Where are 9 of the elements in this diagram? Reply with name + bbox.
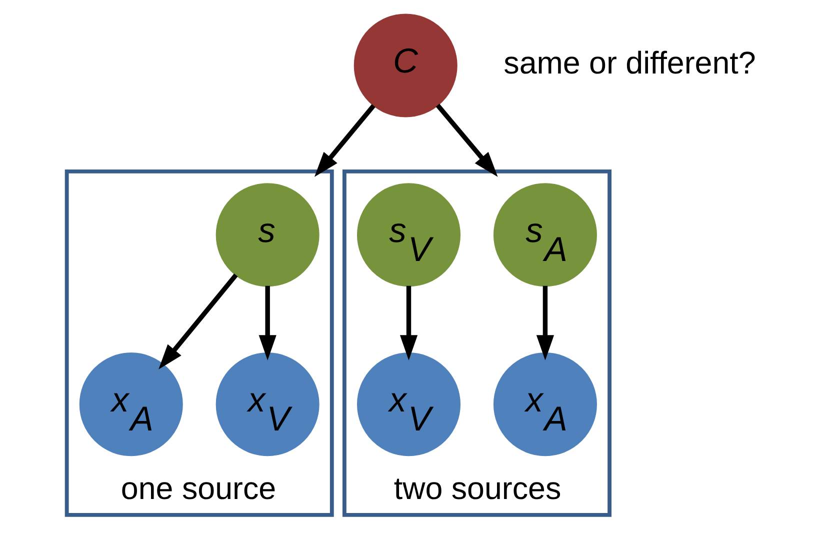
arrow	[158, 274, 238, 370]
node-circle: C	[354, 14, 458, 118]
arrow	[436, 104, 498, 177]
arrow	[400, 286, 418, 360]
arrow	[314, 104, 376, 177]
node-label: same or different?	[504, 45, 756, 80]
arrow	[258, 286, 276, 360]
node-circle: s	[216, 183, 320, 287]
arrow	[536, 286, 554, 360]
